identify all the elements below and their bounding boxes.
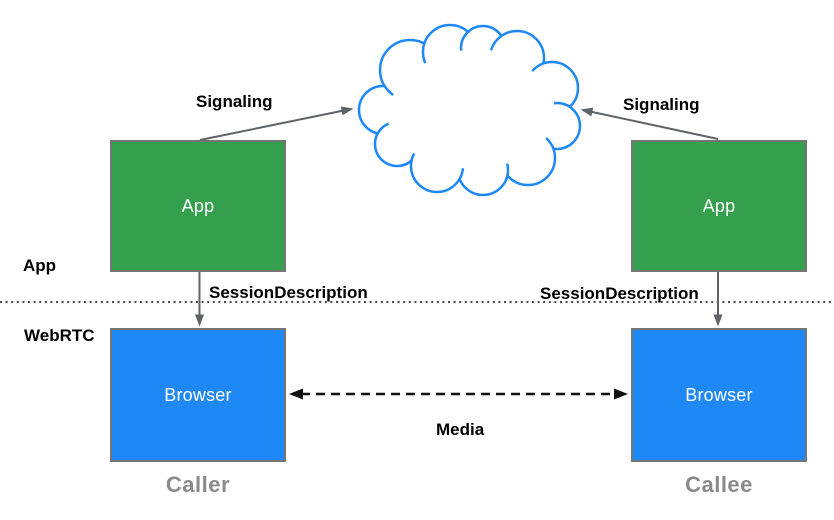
callee-signaling-label: Signaling (623, 95, 700, 114)
caller-signaling-label: Signaling (196, 92, 273, 111)
layer-label-app: App (23, 256, 57, 275)
caller-signaling-arrow (199, 106, 354, 141)
caller-app-box: App (110, 140, 286, 272)
media-label: Media (436, 420, 485, 439)
caller-caption: Caller (165, 472, 231, 497)
callee-signaling-arrow (580, 107, 719, 140)
layer-label-webrtc: WebRTC (24, 326, 95, 345)
callee-caption: Callee (685, 472, 753, 497)
callee-sessiondescription-label: SessionDescription (540, 284, 699, 303)
callee-app-box-label: App (702, 195, 736, 216)
media-double-arrow (289, 388, 628, 400)
signaling-cloud-icon (357, 23, 582, 197)
caller-browser-box-label: Browser (164, 384, 232, 405)
callee-browser-box-label: Browser (685, 384, 753, 405)
callee-browser-box: Browser (631, 328, 807, 462)
caller-app-box-label: App (181, 195, 215, 216)
caller-sessiondescription-label: SessionDescription (209, 283, 368, 302)
callee-app-box: App (631, 140, 807, 272)
caller-browser-box: Browser (110, 328, 286, 462)
